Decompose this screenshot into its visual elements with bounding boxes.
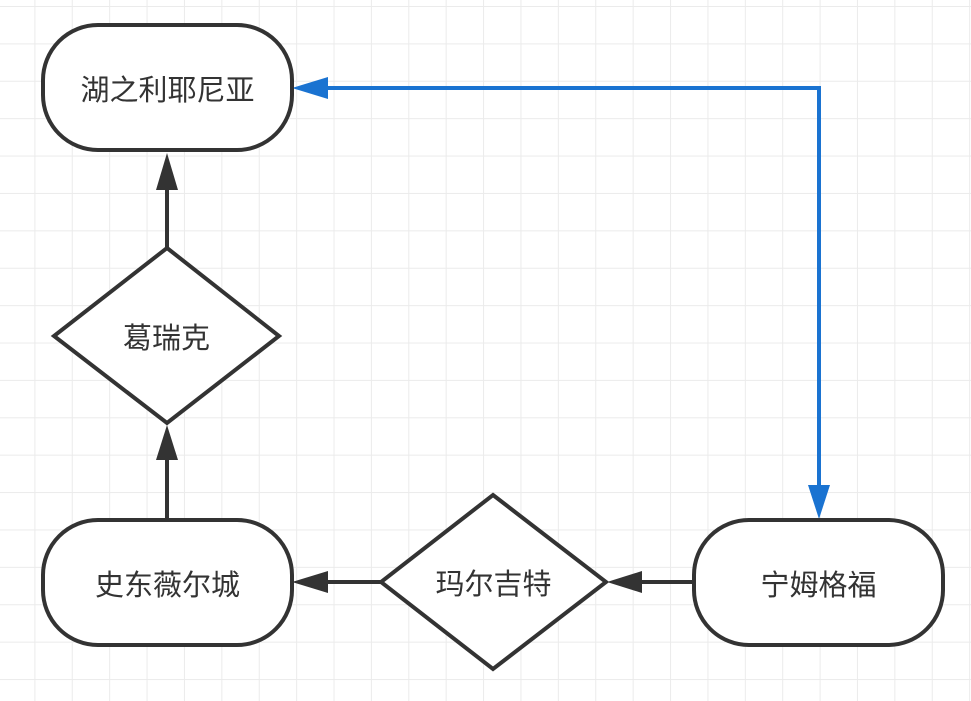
edge-hu-ning[interactable] [292, 77, 830, 519]
edge-ning-to-ma[interactable] [607, 571, 694, 593]
node-ma-shape[interactable] [377, 492, 610, 672]
arrowhead-icon [292, 571, 328, 593]
node-shi-shape[interactable] [41, 518, 294, 647]
arrowhead-icon [607, 571, 642, 593]
arrowhead-icon [292, 77, 328, 99]
node-ning-shape[interactable] [692, 518, 945, 647]
arrowhead-icon [156, 425, 178, 460]
node-ge-shape[interactable] [50, 245, 283, 426]
arrowhead-icon [808, 485, 830, 519]
node-hu-shape[interactable] [41, 23, 294, 152]
arrowhead-icon [156, 153, 178, 190]
edge-ge-to-hu[interactable] [156, 153, 178, 247]
edge-shi-to-ge[interactable] [156, 425, 178, 518]
edge-ma-to-shi[interactable] [292, 571, 381, 593]
